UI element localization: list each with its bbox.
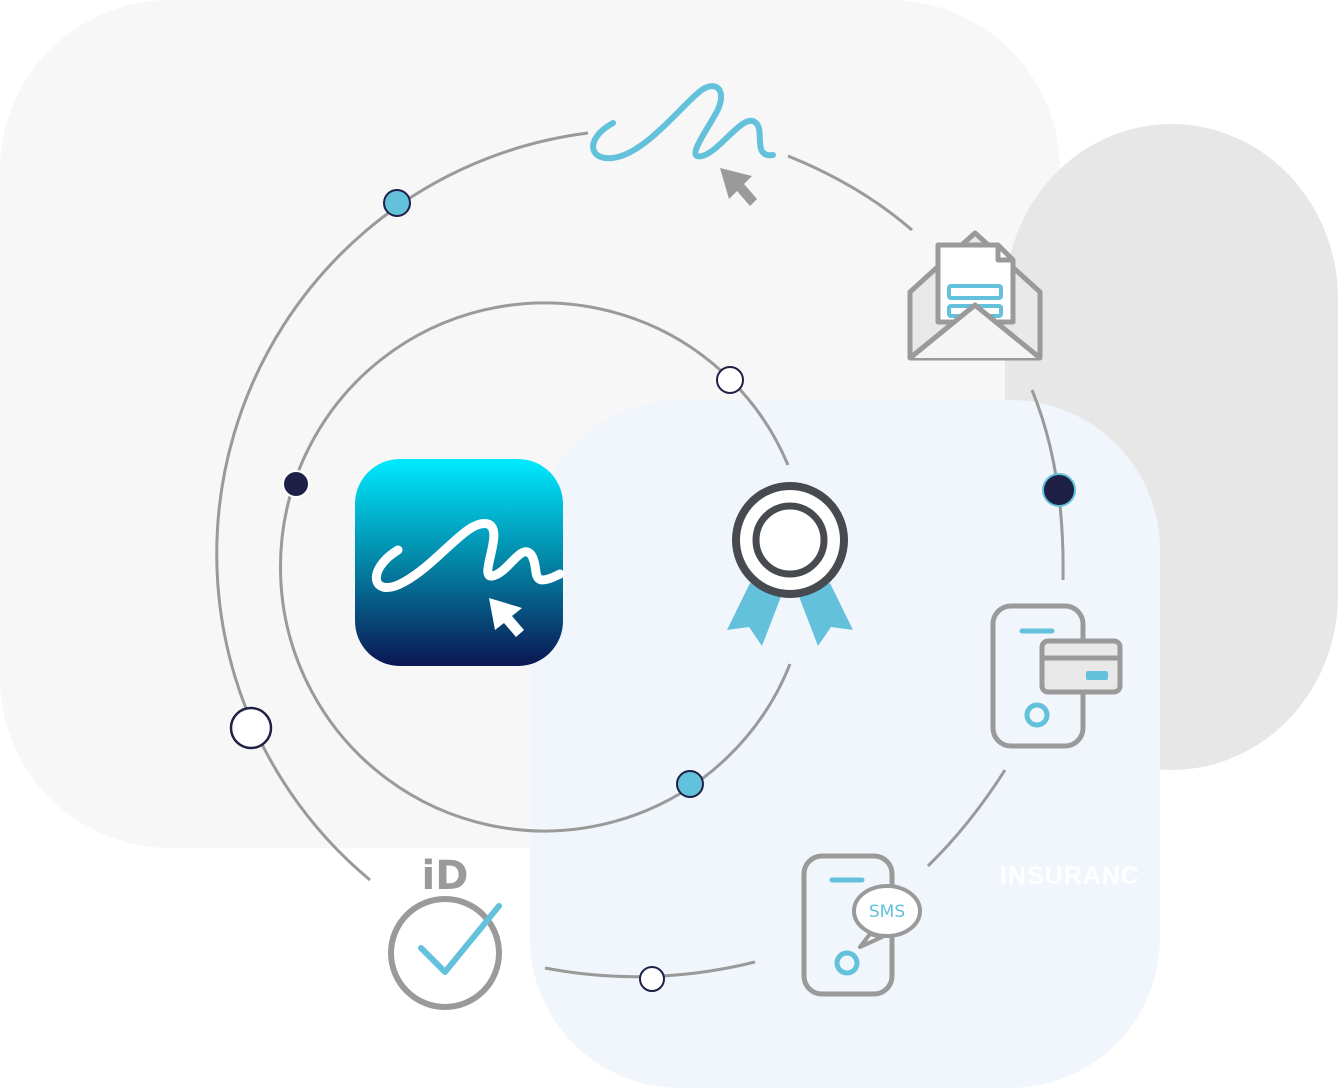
outer-ring-node-navy: [1042, 473, 1076, 507]
signature-app-icon: [355, 459, 565, 666]
insurance-label-group: INSURANC: [1000, 862, 1140, 890]
inner-ring-node-cyan: [676, 770, 704, 798]
cursor-arrow-icon: [720, 168, 757, 206]
inner-ring-node-navy: [282, 470, 310, 498]
id-label: iD: [422, 853, 469, 899]
sms-label: SMS: [869, 902, 905, 922]
outer-ring-node-white: [229, 706, 273, 750]
inner-ring-node-white: [716, 366, 744, 394]
inner-ring: [278, 301, 792, 833]
outer-ring: [215, 131, 1065, 979]
signature-scribble-icon: [590, 83, 776, 162]
envelope-document-icon: [907, 230, 1043, 361]
id-verification-check-icon: iD: [388, 853, 502, 1010]
certificate-rosette-icon: [727, 482, 853, 646]
phone-sms-icon: SMS: [801, 853, 922, 997]
phone-credit-card-icon: [990, 603, 1123, 749]
outer-ring-node-small-white: [639, 966, 665, 992]
insurance-label: INSURANC: [1000, 862, 1140, 890]
outer-ring-node-cyan: [383, 189, 411, 217]
background-panel-blue: [530, 400, 1160, 1088]
